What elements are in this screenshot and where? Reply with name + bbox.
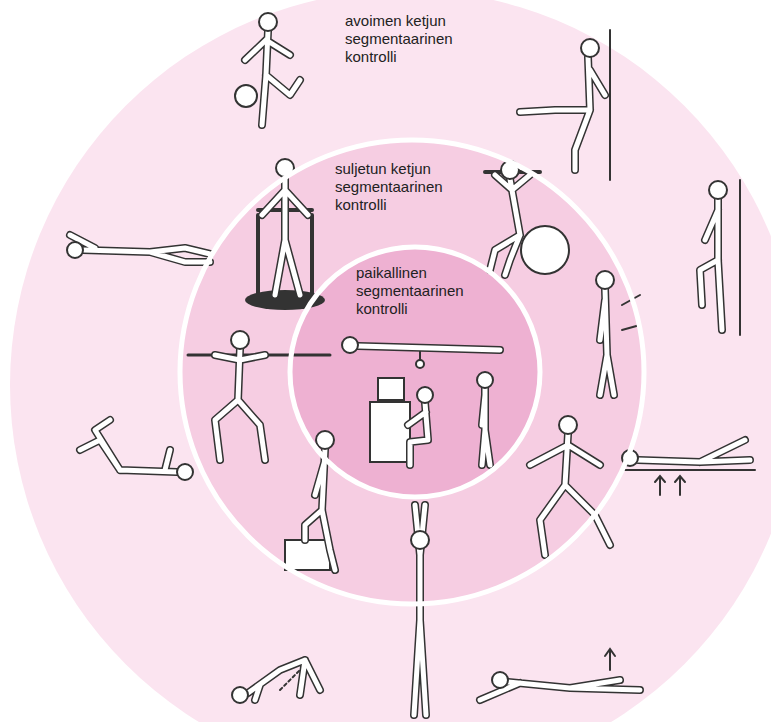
ring-outline — [10, 0, 771, 722]
inner-ring: paikallinen segmentaarinen kontrolli — [290, 247, 540, 497]
ring-label: suljetun ketjun segmentaarinen kontrolli — [335, 160, 463, 214]
ring-label: avoimen ketjun segmentaarinen kontrolli — [345, 12, 473, 66]
outer-ring: avoimen ketjun segmentaarinen kontrolli s… — [10, 0, 771, 722]
ring-label: paikallinen segmentaarinen kontrolli — [356, 264, 484, 318]
middle-ring: suljetun ketjun segmentaarinen kontrolli… — [180, 140, 644, 604]
ring-outline — [180, 140, 644, 604]
